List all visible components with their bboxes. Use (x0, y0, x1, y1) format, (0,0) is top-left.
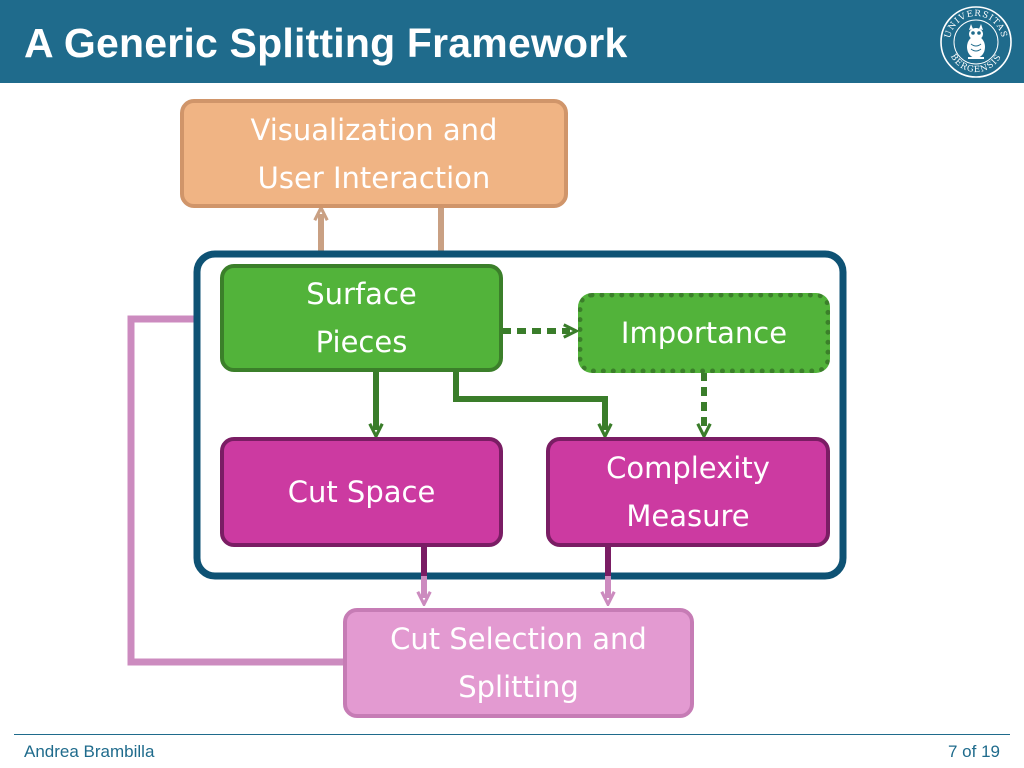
node-cutselection-line2: Splitting (458, 670, 579, 704)
node-surface-line2: Pieces (315, 325, 408, 359)
slide-title: A Generic Splitting Framework (24, 20, 628, 66)
node-cutspace-label: Cut Space (287, 475, 436, 509)
node-visualization-line2: User Interaction (257, 160, 491, 195)
node-importance: Importance (578, 293, 830, 373)
node-visualization-line1: Visualization and (250, 112, 498, 147)
node-cut-selection: Cut Selection and Splitting (343, 608, 694, 718)
title-bar: A Generic Splitting Framework UNIVERSITA… (0, 0, 1024, 83)
arrow-cutselection-to-surface (127, 315, 346, 666)
node-cutselection-line1: Cut Selection and (390, 622, 647, 656)
node-cut-space: Cut Space (220, 437, 503, 547)
node-complexity-line2: Measure (626, 499, 750, 533)
university-seal-icon: UNIVERSITAS BERGENSIS (940, 6, 1012, 78)
node-complexity-measure: Complexity Measure (546, 437, 830, 547)
node-visualization: Visualization and User Interaction (180, 99, 568, 208)
footer-page-number: 7 of 19 (948, 742, 1000, 761)
node-complexity-line1: Complexity (606, 451, 770, 485)
arrow-surface-to-complexity (453, 372, 605, 430)
footer-divider (14, 734, 1010, 735)
node-surface-line1: Surface (306, 277, 417, 311)
node-importance-label: Importance (620, 316, 788, 350)
footer-author: Andrea Brambilla (24, 742, 155, 761)
node-surface-pieces: Surface Pieces (220, 264, 503, 372)
